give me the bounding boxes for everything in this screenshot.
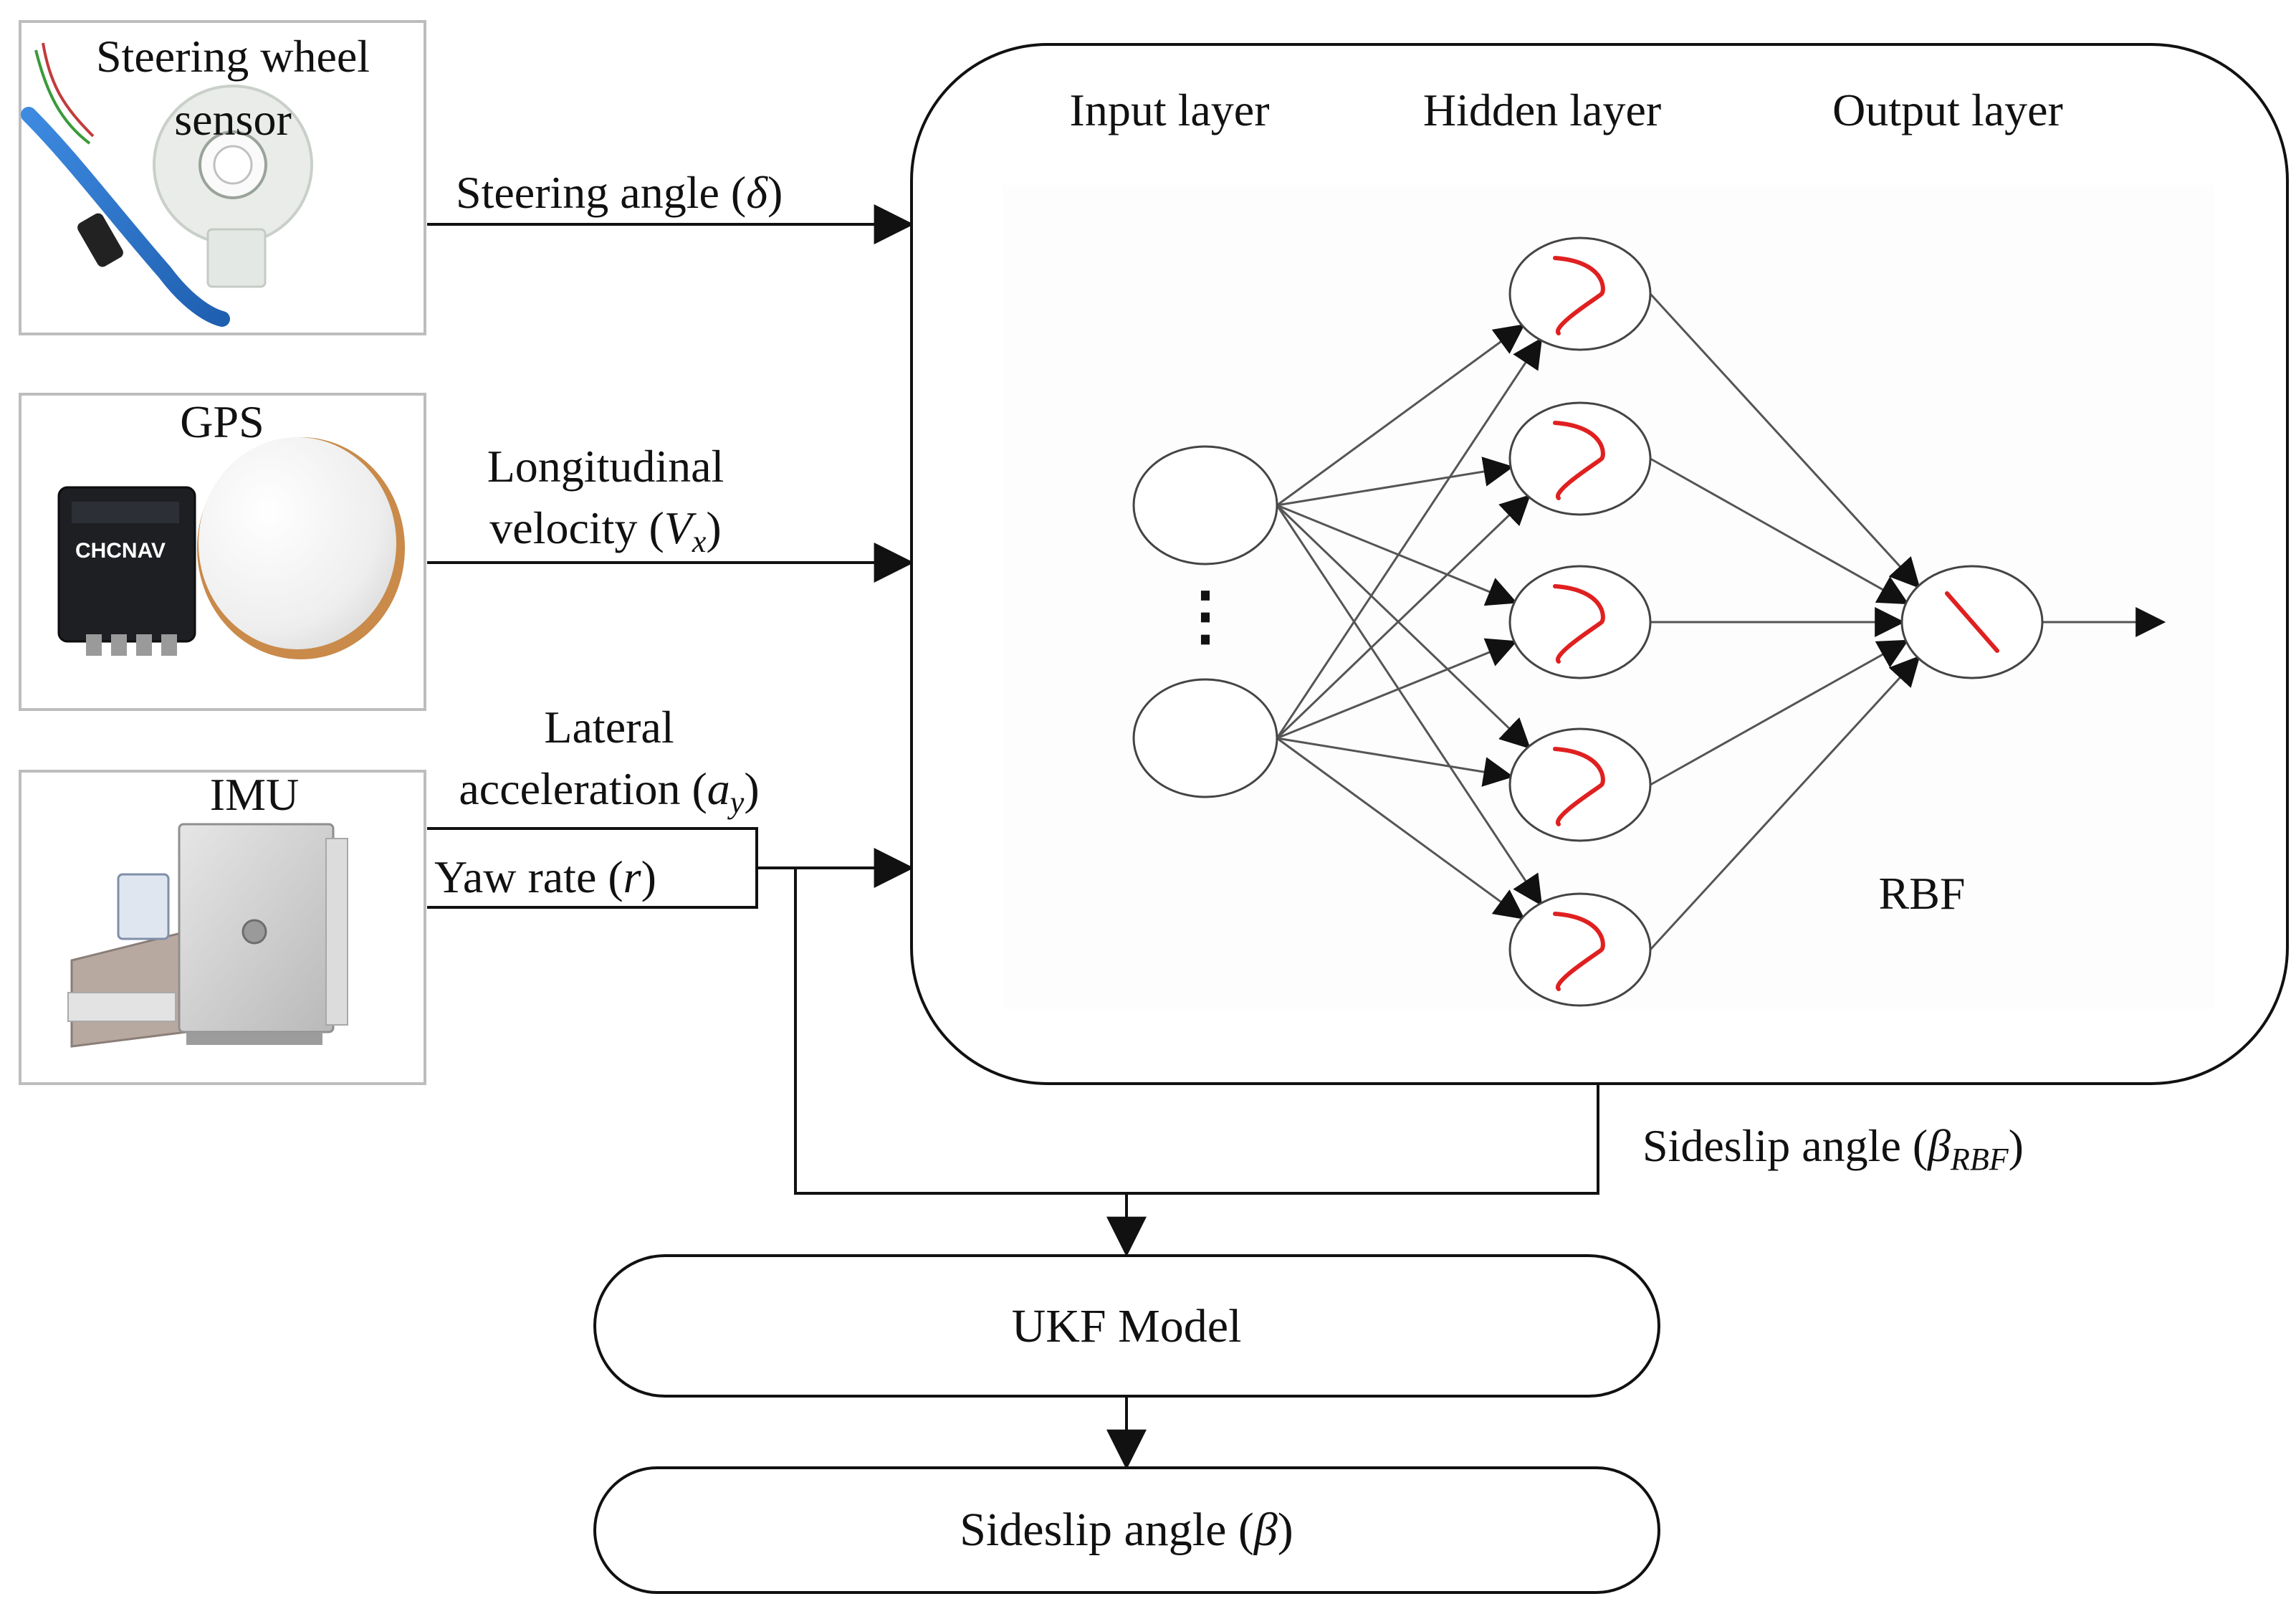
edge-input1-hidden3 xyxy=(1276,504,1518,606)
gps-device-brand: CHCNAV xyxy=(75,539,166,563)
edge-input2-hidden4 xyxy=(1276,737,1514,787)
edge-hidden5-output xyxy=(1649,655,1920,951)
steering-angle-label: Steering angle (δ) xyxy=(456,167,783,218)
ukf-model-label: UKF Model xyxy=(1012,1300,1242,1352)
network-connections xyxy=(1276,292,2166,951)
input-ellipsis: ⋮ xyxy=(1173,581,1238,652)
input-layer-header: Input layer xyxy=(1070,85,1270,135)
feedback-wire xyxy=(794,868,1599,1195)
steering-sensor-title-line1: Steering wheel xyxy=(96,31,370,82)
hidden-layer-header: Hidden layer xyxy=(1423,85,1661,135)
imu-panel: IMU xyxy=(19,769,426,1085)
longitudinal-velocity-label-line1: Longitudinal xyxy=(487,441,724,492)
longitudinal-velocity-label-line2: velocity (Vx) xyxy=(489,502,721,559)
gps-panel: CHCNAV GPS xyxy=(19,393,426,711)
gps-title: GPS xyxy=(180,396,264,447)
imu-device-image xyxy=(67,823,348,1048)
edge-input2-hidden3 xyxy=(1276,638,1518,740)
edge-hidden1-output xyxy=(1649,292,1920,589)
edge-input1-hidden1 xyxy=(1276,324,1526,507)
edge-input1-hidden5 xyxy=(1276,505,1543,907)
rbf-network-panel: Input layer Hidden layer Output layer ⋮ … xyxy=(910,43,2289,1085)
final-output-box-group: Sideslip angle (β) xyxy=(593,1466,1660,1594)
edge-input2-hidden5 xyxy=(1276,737,1526,920)
hidden-node-4 xyxy=(1508,727,1652,842)
linear-line-icon xyxy=(1945,591,1999,653)
edge-input1-hidden4 xyxy=(1276,504,1531,750)
input-node-1 xyxy=(1132,445,1278,565)
gaussian-curve-icon xyxy=(1553,256,1605,335)
hidden-node-2 xyxy=(1508,401,1652,516)
gaussian-curve-icon xyxy=(1553,584,1605,664)
steering-wheel-sensor-panel: Steering wheel sensor xyxy=(19,20,426,335)
steering-sensor-image xyxy=(21,42,313,327)
network-nodes xyxy=(1132,237,2044,1007)
hidden-node-1 xyxy=(1508,237,1652,351)
final-output-box xyxy=(593,1466,1660,1594)
edge-hidden2-output xyxy=(1650,457,1909,605)
steering-sensor-title-line2: sensor xyxy=(174,94,292,145)
lateral-acceleration-label-line1: Lateral xyxy=(544,702,674,753)
ukf-model-box xyxy=(593,1254,1660,1398)
hidden-node-3 xyxy=(1508,565,1652,679)
hidden-node-5 xyxy=(1508,892,1652,1007)
edge-input2-hidden2 xyxy=(1276,494,1531,740)
imu-title: IMU xyxy=(210,769,299,820)
edge-hidden4-output xyxy=(1650,639,1909,786)
gaussian-curve-icon xyxy=(1553,912,1605,991)
gaussian-curve-icon xyxy=(1553,747,1605,826)
final-output-label: Sideslip angle (β) xyxy=(960,1504,1293,1556)
yaw-rate-label: Yaw rate (r) xyxy=(434,851,656,902)
lateral-acceleration-label-line2: acceleration (ay) xyxy=(459,763,759,820)
sideslip-rbf-label: Sideslip angle (βRBF) xyxy=(1642,1120,2024,1177)
input-node-2 xyxy=(1132,678,1278,798)
gaussian-curve-icon xyxy=(1553,421,1605,500)
ukf-model-box-group: UKF Model xyxy=(593,1254,1660,1398)
edge-input1-hidden2 xyxy=(1276,457,1514,507)
output-layer-header: Output layer xyxy=(1832,85,2063,135)
gps-device-image xyxy=(57,437,405,659)
edge-input2-hidden1 xyxy=(1276,337,1543,739)
rbf-label: RBF xyxy=(1879,868,1966,919)
